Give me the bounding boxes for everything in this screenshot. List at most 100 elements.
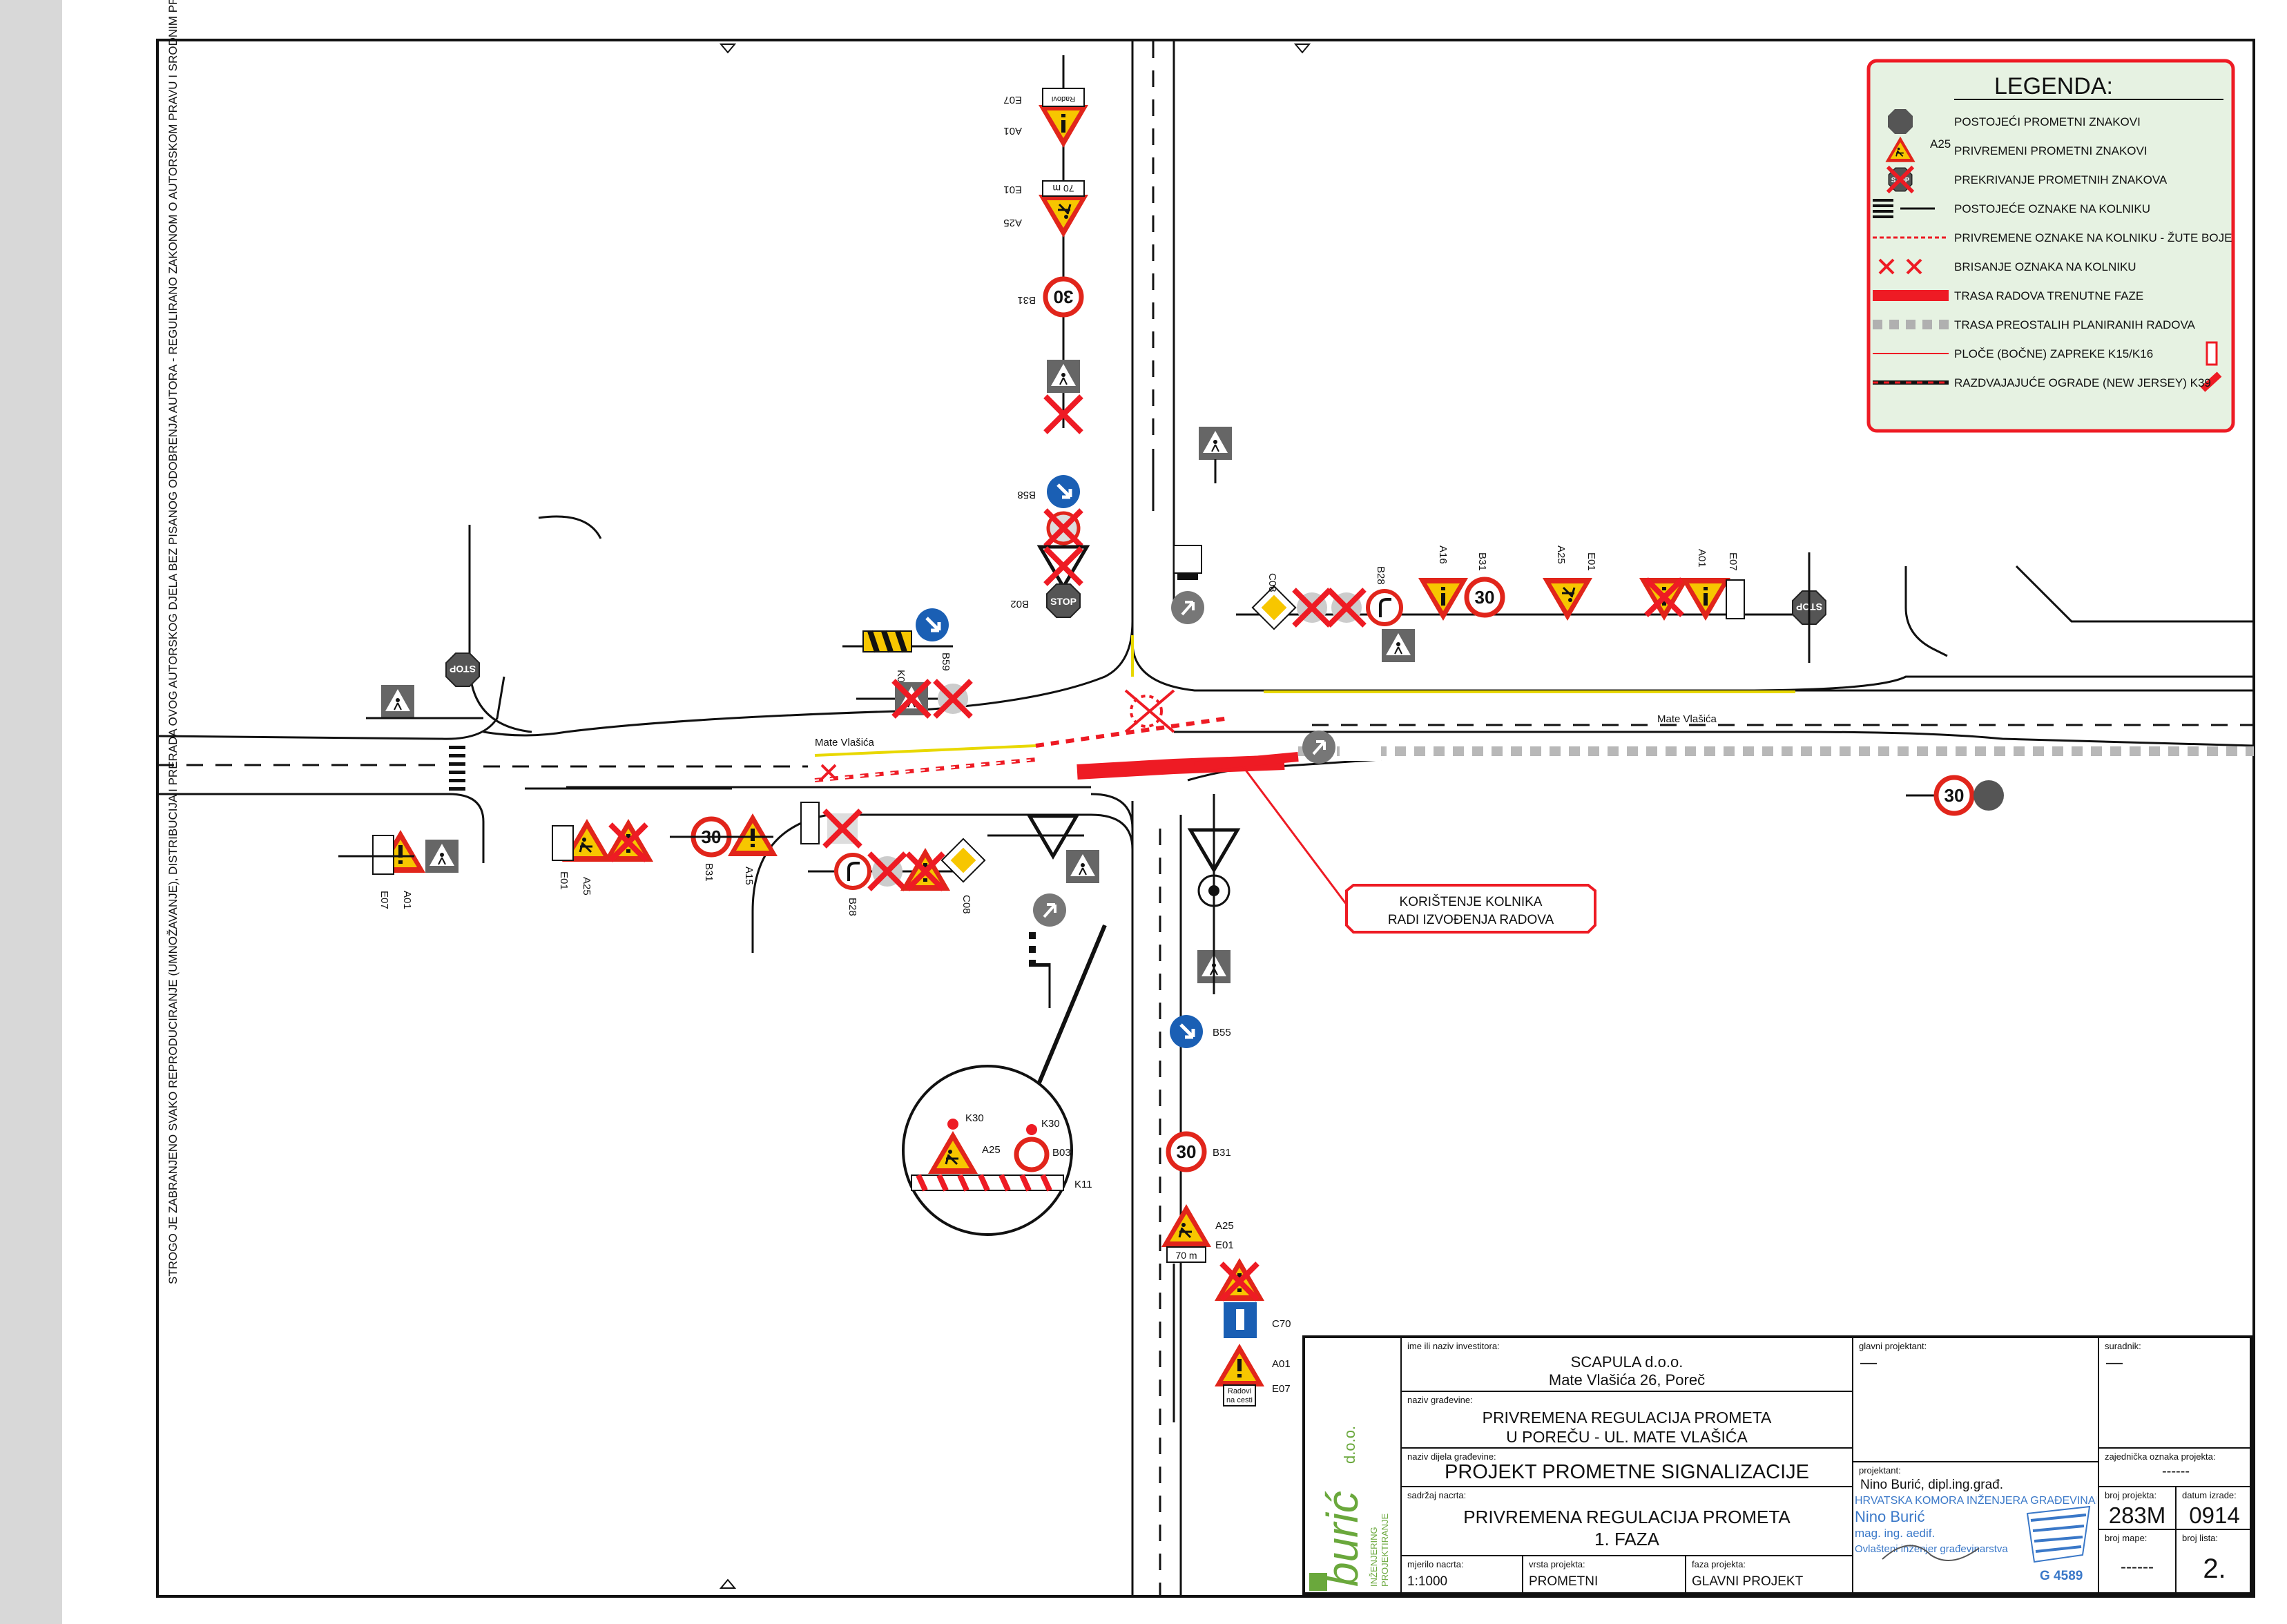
drawing-frame	[156, 39, 2255, 1598]
company-logo: burić d.o.o. INŽENJERING PROJEKTIRANJE	[1305, 1338, 1402, 1595]
legend-label: POSTOJEĆI PROMETNI ZNAKOVI	[1954, 115, 2141, 128]
legend-label: TRASA PREOSTALIH PLANIRANIH RADOVA	[1954, 318, 2196, 331]
temporary-markings	[814, 635, 1795, 757]
centre-lines	[157, 41, 2254, 1596]
legend-item: BRISANJE OZNAKA NA KOLNIKU	[1878, 258, 2136, 275]
sw-label-e01: E01	[558, 871, 570, 890]
north-radovi: Radovi	[1052, 95, 1075, 103]
common-caption: zajednička oznaka projekta:	[2105, 1451, 2216, 1462]
assoc-caption: suradnik:	[2105, 1341, 2141, 1351]
building-line-1: PRIVREMENA REGULACIJA PROMETA	[1482, 1409, 1772, 1427]
legend-item: PLOČE (BOČNE) ZAPREKE K15/K16	[1873, 341, 2218, 366]
street-name-west: Mate Vlašića	[815, 737, 875, 748]
north-distance: 70 m	[1052, 183, 1074, 194]
sw-label-a25: A25	[581, 877, 592, 896]
north-label-b31: B31	[1017, 294, 1036, 306]
legend-item: POSTOJEĆI PROMETNI ZNAKOVI	[1888, 109, 2141, 134]
part-name: PROJEKT PROMETNE SIGNALIZACIJE	[1444, 1461, 1809, 1483]
north-label-e01: E01	[1003, 184, 1022, 195]
west-far-signs: E07 A01	[338, 652, 483, 909]
investor-caption: ime ili naziv investitora:	[1407, 1341, 1500, 1351]
ne-label-a25: A25	[1555, 545, 1567, 564]
s-label-a01: A01	[1272, 1358, 1291, 1370]
legend-symbol	[1888, 109, 1913, 134]
north-label-a01: A01	[1003, 125, 1022, 137]
s-distance: 70 m	[1175, 1250, 1197, 1261]
ne-label-b28: B28	[1375, 566, 1387, 585]
legend-label: PRIVREMENI PROMETNI ZNAKOVI	[1954, 144, 2148, 157]
assoc-value: —	[2106, 1353, 2123, 1372]
engineer-stamp: HRVATSKA KOMORA INŽENJERA GRAĐEVINARSTVA…	[1855, 1493, 2132, 1589]
scale-caption: mjerilo nacrta:	[1407, 1559, 1464, 1569]
work-area-callout: KORIŠTENJE KOLNIKA RADI IZVOĐENJA RADOVA	[1345, 884, 1596, 934]
building-line-2: U POREČU - UL. MATE VLAŠIĆA	[1506, 1428, 1748, 1446]
callout-line-1: KORIŠTENJE KOLNIKA	[1400, 894, 1543, 909]
legend-label: TRASA RADOVA TRENUTNE FAZE	[1954, 289, 2143, 302]
detail-label-k30-b: K30	[1041, 1118, 1060, 1130]
content-caption: sadržaj nacrta:	[1407, 1490, 1467, 1500]
scan-margin	[0, 0, 62, 1624]
legend-item: PREKRIVANJE PROMETNIH ZNAKOVA	[1888, 167, 2168, 192]
s-label-e07: E07	[1272, 1383, 1291, 1395]
s-label-e01: E01	[1215, 1239, 1234, 1251]
legend-title: LEGENDA:	[1994, 73, 2113, 99]
legend-item: TRASA RADOVA TRENUTNE FAZE	[1873, 289, 2143, 302]
detail-label-b03: B03	[1052, 1147, 1071, 1159]
ne-label-e07: E07	[1727, 552, 1739, 571]
legend-item: POSTOJEĆE OZNAKE NA KOLNIKU	[1873, 199, 2150, 218]
logo-suffix: d.o.o.	[1341, 1426, 1358, 1464]
legend-item: TRASA PREOSTALIH PLANIRANIH RADOVA	[1873, 318, 2196, 331]
legend-label: PLOČE (BOČNE) ZAPREKE K15/K16	[1954, 347, 2153, 360]
logo-sub1: INŽENJERING	[1369, 1527, 1379, 1587]
stamp-line-4: Ovlašteni inženjer građevinarstva	[1855, 1543, 2008, 1555]
legend-symbol	[1873, 199, 1935, 218]
north-label-a25: A25	[1003, 217, 1022, 229]
legend-label: RAZDVAJAJUĆE OGRADE (NEW JERSEY) K39	[1954, 376, 2211, 389]
legend-symbol	[1873, 341, 2218, 366]
north-sign-column: Radovi E07 A01 70 m E01 A25 B31 B58 B02	[1003, 55, 1090, 618]
date-value: 0914	[2189, 1502, 2240, 1528]
legend-label: PREKRIVANJE PROMETNIH ZNAKOVA	[1954, 173, 2168, 186]
sheet-value: 2.	[2203, 1554, 2226, 1584]
north-label-e07: E07	[1003, 94, 1022, 106]
title-block: burić d.o.o. INŽENJERING PROJEKTIRANJE i…	[1302, 1335, 2252, 1595]
temporary-barriers	[814, 716, 1230, 782]
legend-symbol	[1888, 167, 1913, 192]
s-label-b55: B55	[1213, 1027, 1231, 1038]
legend-symbol	[1873, 371, 2222, 392]
designer-value: Nino Burić, dipl.ing.građ.	[1860, 1478, 2003, 1492]
content-line-2: 1. FAZA	[1594, 1529, 1659, 1549]
investor-address: Mate Vlašića 26, Poreč	[1548, 1371, 1706, 1389]
sw-label-b28: B28	[847, 898, 858, 916]
sw-label-b31: B31	[703, 863, 715, 882]
phase-caption: faza projekta:	[1692, 1559, 1746, 1569]
s-label-b31: B31	[1213, 1147, 1231, 1159]
content-line-1: PRIVREMENA REGULACIJA PROMETA	[1463, 1507, 1791, 1527]
detail-label-k30-a: K30	[965, 1112, 984, 1124]
street-name-east: Mate Vlašića	[1657, 713, 1717, 725]
s-label-c70: C70	[1272, 1318, 1291, 1330]
type-caption: vrsta projekta:	[1529, 1559, 1585, 1569]
copyright-note: STROGO JE ZABRANJENO SVAKO REPRODUCIRANJ…	[166, 0, 180, 1284]
stamp-line-1: HRVATSKA KOMORA INŽENJERA GRAĐEVINARSTVA	[1855, 1494, 2096, 1507]
detail-label-a25: A25	[982, 1144, 1001, 1156]
north-east-sign-row: C08 B28 A16 B31 A25 E01 A01 E07	[1170, 545, 1826, 663]
sw-label-a01: A01	[401, 891, 413, 909]
sw-label-e07: E07	[378, 891, 390, 909]
legend-symbol	[1878, 258, 1922, 275]
ne-label-c08: C08	[1266, 573, 1278, 592]
type-value: PROMETNI	[1529, 1574, 1599, 1589]
legend-code: A25	[1930, 137, 1951, 151]
detail-inset: K30 A25 K30 B03 K11	[902, 1065, 1092, 1236]
chief-caption: glavni projektant:	[1859, 1341, 1927, 1351]
west-label-b59: B59	[940, 652, 952, 671]
common-value: ------	[2162, 1464, 2190, 1479]
legend-label: PRIVREMENE OZNAKE NA KOLNIKU - ŽUTE BOJE	[1954, 231, 2232, 244]
west-upper-signs: K06 B59	[842, 608, 971, 717]
logo-sub2: PROJEKTIRANJE	[1380, 1513, 1390, 1587]
legend-item: RAZDVAJAJUĆE OGRADE (NEW JERSEY) K39	[1873, 371, 2222, 392]
date-caption: datum izrade:	[2182, 1490, 2237, 1500]
ne-label-a16: A16	[1437, 545, 1449, 564]
